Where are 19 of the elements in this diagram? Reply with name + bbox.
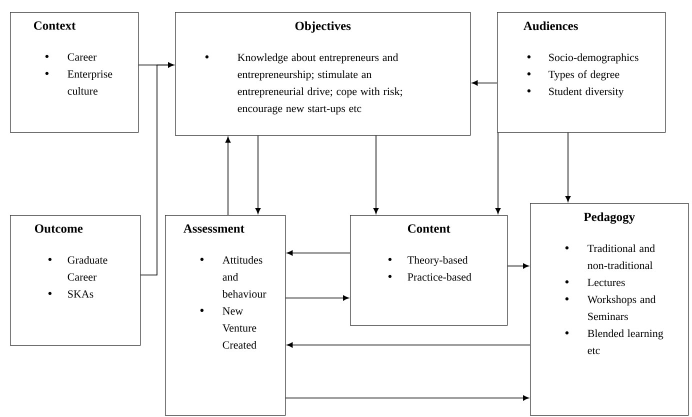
arrow <box>285 395 529 401</box>
arrow <box>286 250 350 256</box>
text-box: Outcome Graduate Career SKAs <box>10 215 141 346</box>
arrow <box>140 62 174 276</box>
text-box: Objectives Knowledge about entrepreneurs and entrepreneurship; stimulate an entrepreneurial drive; cope with risk; encourage new start-ups etc <box>175 12 471 136</box>
arrow <box>285 295 349 301</box>
text-box: Assessment Attitudes and behaviour New Venture Created <box>165 215 286 416</box>
text-box: Pedagogy Traditional and non-traditional Lectures Workshops and Seminars Blended learning etc <box>530 203 689 416</box>
arrow <box>472 80 498 86</box>
arrow <box>565 132 571 202</box>
arrow <box>373 135 379 214</box>
arrow <box>495 132 501 214</box>
arrow <box>507 263 529 269</box>
arrow <box>286 342 530 348</box>
arrow <box>255 135 261 214</box>
arrow <box>225 136 231 216</box>
text-box: Context Career Enterprise culture <box>10 12 139 133</box>
text-box: Audiences Socio-demographics Types of degree Student diversity <box>497 12 666 133</box>
text-box: Content Theory-based Practice-based <box>350 215 508 326</box>
